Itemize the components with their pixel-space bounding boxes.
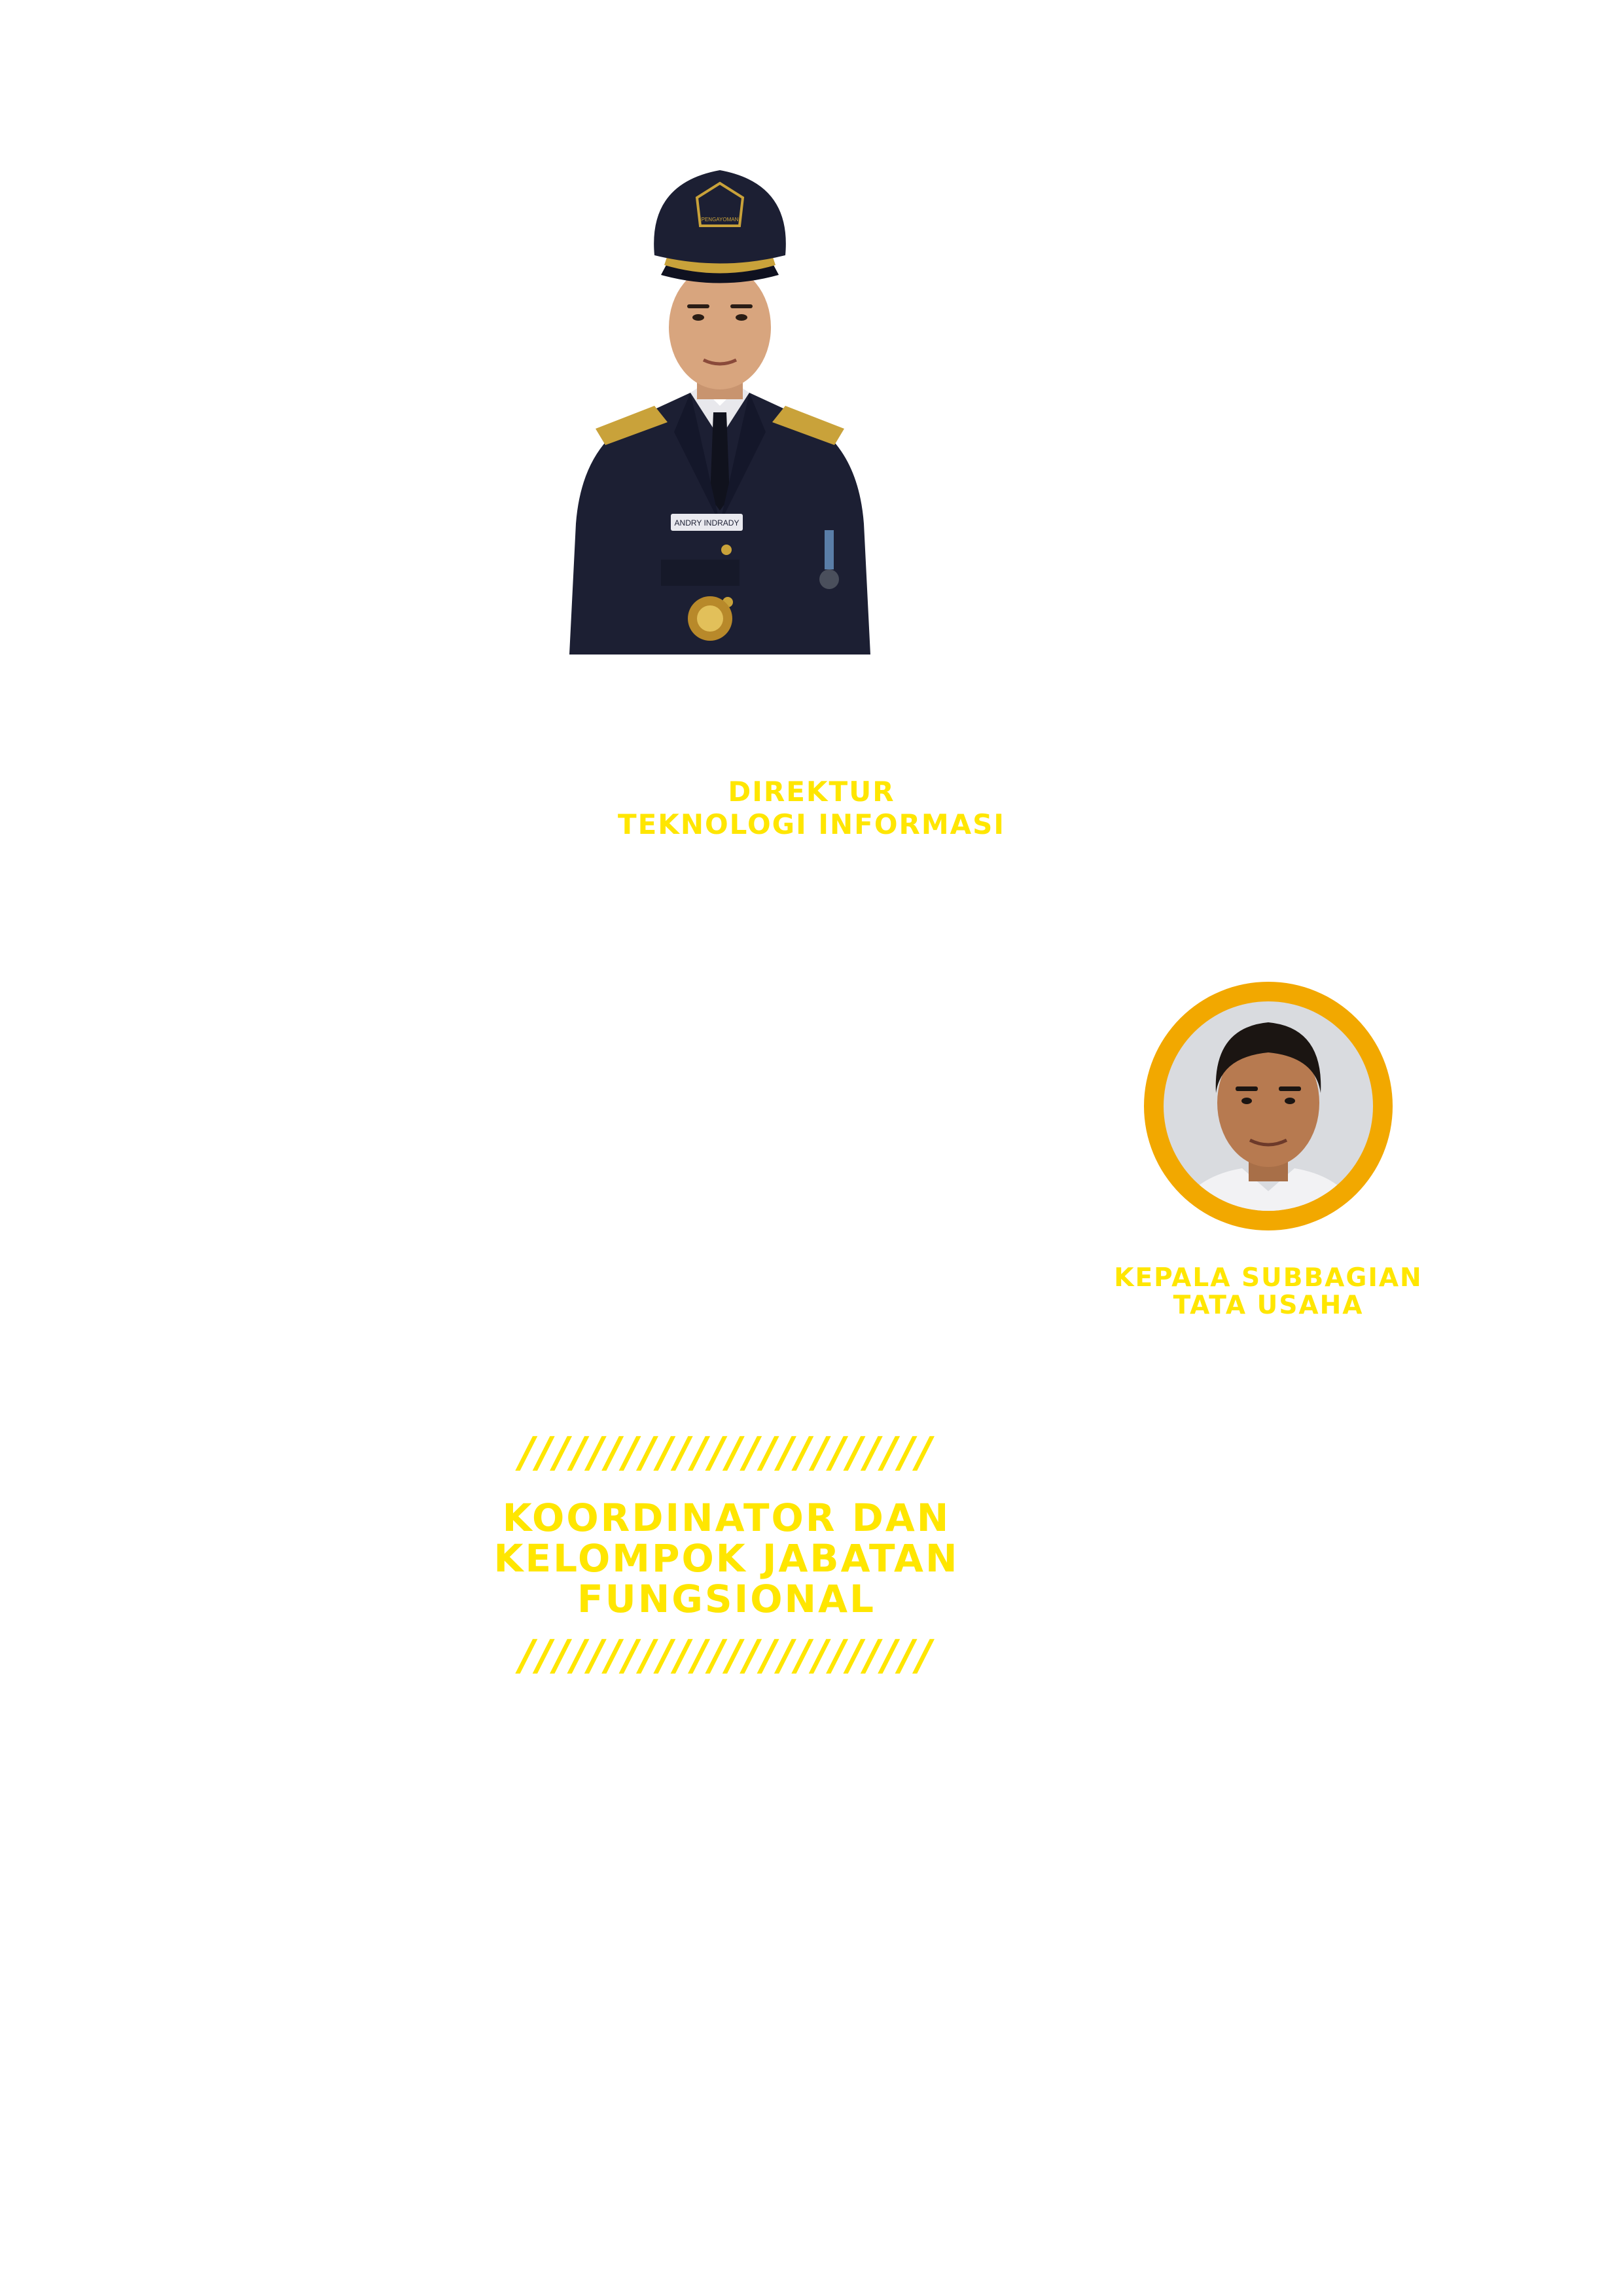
director-title: DIREKTUR TEKNOLOGI INFORMASI (484, 776, 1139, 841)
director-portrait: ANDRY INDRADY PENGA (556, 157, 883, 655)
director-title-line2: TEKNOLOGI INFORMASI (617, 808, 1006, 840)
functional-group-title-line2: KELOMPOK JABATAN (493, 1536, 959, 1581)
director-title-line1: DIREKTUR (728, 776, 895, 808)
kasubbag-title: KEPALA SUBBAGIAN TATA USAHA (1105, 1265, 1432, 1319)
kasubbag-title-line1: KEPALA SUBBAGIAN (1114, 1263, 1423, 1293)
kasubbag-portrait (1144, 982, 1393, 1230)
director-nameplate-text: ANDRY INDRADY (675, 518, 740, 528)
functional-group-title-line3: FUNGSIONAL (577, 1577, 876, 1621)
cap-badge-text: PENGAYOMAN (702, 217, 739, 223)
functional-group-title: KOORDINATOR DAN KELOMPOK JABATAN FUNGSIO… (419, 1498, 1034, 1619)
slash-divider-top: //////////////////////// (519, 1430, 934, 1476)
slash-divider-bottom: //////////////////////// (519, 1633, 934, 1679)
functional-group-title-line1: KOORDINATOR DAN (502, 1496, 951, 1540)
kasubbag-title-line2: TATA USAHA (1173, 1291, 1364, 1320)
